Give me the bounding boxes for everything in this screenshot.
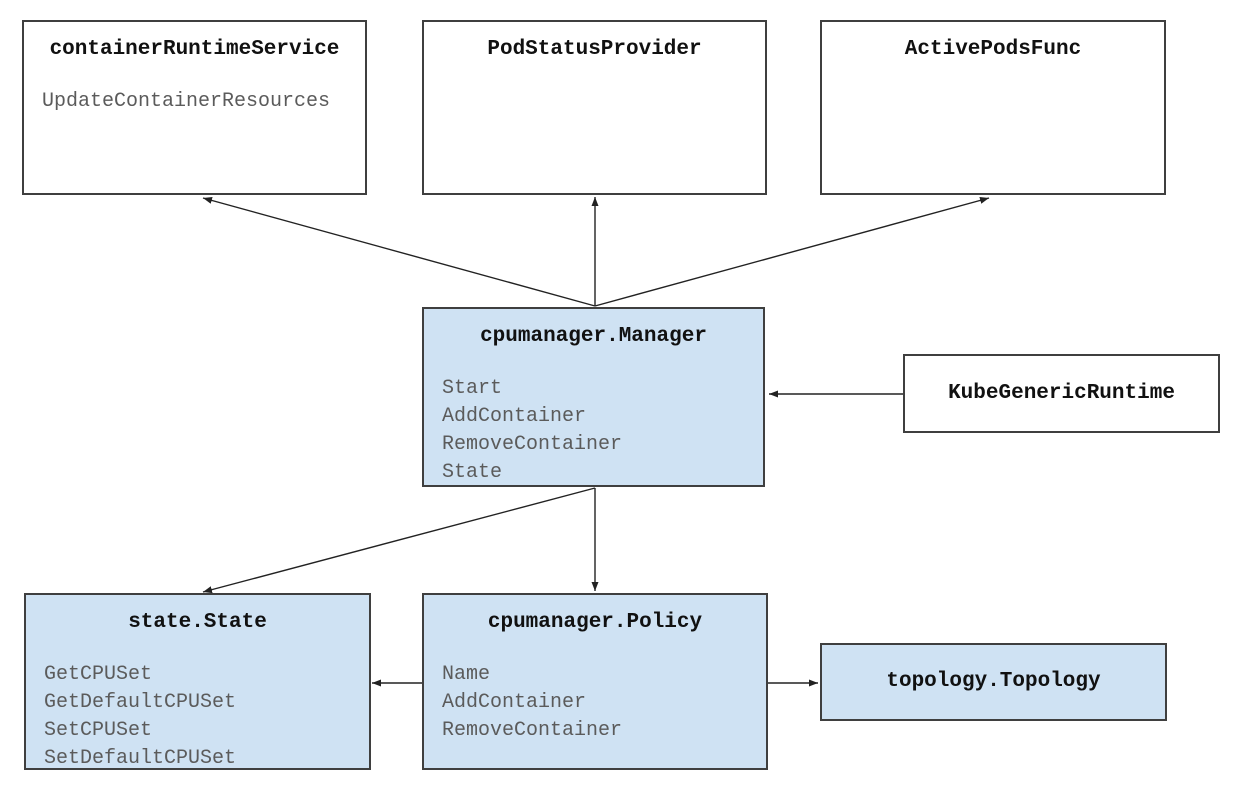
- node-pod-status-provider: PodStatusProvider: [422, 20, 767, 195]
- method: Name: [442, 663, 491, 686]
- node-container-runtime-service: containerRuntimeService UpdateContainerR…: [22, 20, 367, 195]
- method: UpdateContainerResources: [42, 90, 331, 113]
- node-topology-topology: topology.Topology: [820, 643, 1167, 721]
- method: RemoveContainer: [442, 719, 623, 742]
- node-title: cpumanager.Policy: [487, 611, 703, 634]
- node-methods: GetCPUSet GetDefaultCPUSet SetCPUSet Set…: [44, 661, 369, 773]
- node-title: topology.Topology: [886, 670, 1101, 693]
- node-cpumanager-policy: cpumanager.Policy Name AddContainer Remo…: [422, 593, 768, 770]
- node-methods: UpdateContainerResources: [42, 88, 365, 116]
- method: AddContainer: [442, 405, 587, 428]
- node-active-pods-func: ActivePodsFunc: [820, 20, 1166, 195]
- node-title: cpumanager.Manager: [480, 325, 707, 348]
- node-methods: Name AddContainer RemoveContainer: [442, 661, 766, 745]
- method: AddContainer: [442, 691, 587, 714]
- node-title: ActivePodsFunc: [904, 38, 1082, 61]
- node-title: containerRuntimeService: [49, 38, 340, 61]
- node-title: KubeGenericRuntime: [948, 381, 1175, 405]
- node-title: PodStatusProvider: [487, 38, 702, 61]
- node-cpumanager-manager: cpumanager.Manager Start AddContainer Re…: [422, 307, 765, 487]
- method: SetDefaultCPUSet: [44, 747, 237, 770]
- node-kube-generic-runtime: KubeGenericRuntime: [903, 354, 1220, 433]
- node-title: state.State: [128, 611, 267, 634]
- method: Start: [442, 377, 503, 400]
- arrow-manager-to-containerruntimeservice: [202, 197, 596, 307]
- method: SetCPUSet: [44, 719, 153, 742]
- method: GetDefaultCPUSet: [44, 691, 237, 714]
- node-methods: Start AddContainer RemoveContainer State: [442, 375, 763, 487]
- node-state-state: state.State GetCPUSet GetDefaultCPUSet S…: [24, 593, 371, 770]
- arrow-manager-to-statestate: [202, 487, 596, 594]
- method: GetCPUSet: [44, 663, 153, 686]
- method: RemoveContainer: [442, 433, 623, 456]
- arrow-manager-to-activepodsfunc: [594, 197, 990, 307]
- method: State: [442, 461, 503, 484]
